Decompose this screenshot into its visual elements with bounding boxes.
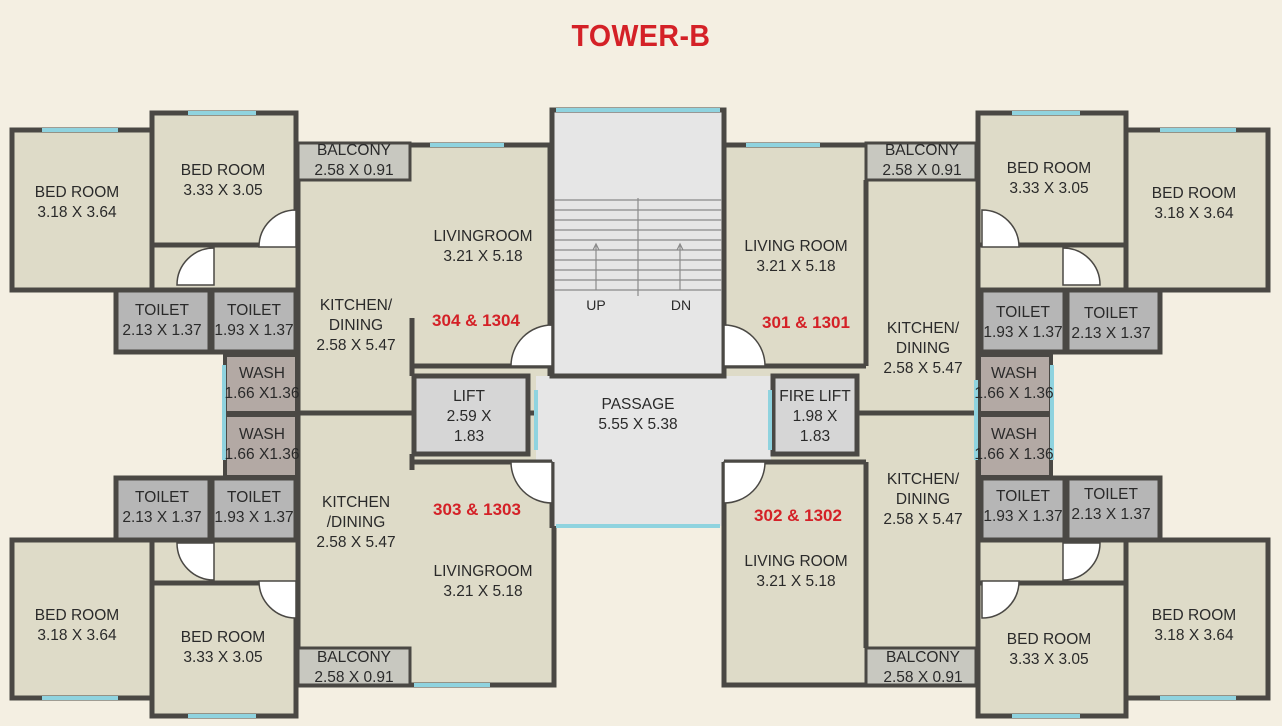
balconies [296, 141, 978, 687]
hall-ll-area [149, 537, 301, 586]
lift-shaft [411, 373, 531, 457]
page-title: TOWER-B [571, 18, 711, 53]
bed-ul-outer-area [9, 127, 155, 293]
wash-areas [223, 353, 1053, 479]
windows [42, 108, 1236, 718]
unit-label-302: 302 & 1302 [754, 506, 842, 525]
fire-lift-shaft [770, 373, 860, 457]
stair-treads [554, 198, 722, 296]
hall-ul-area [149, 242, 301, 293]
passage-area [536, 376, 771, 464]
room-fills [9, 110, 1271, 719]
stair-up-label: UP [586, 297, 606, 313]
stair-dn-label: DN [670, 297, 692, 313]
living-ul-area [295, 142, 553, 416]
hall-ur-area [975, 242, 1129, 293]
unit-label-301: 301 & 1301 [762, 313, 850, 332]
bed-ur-outer-area [1123, 127, 1271, 293]
unit-label-303: 303 & 1303 [433, 500, 521, 519]
door-swings [176, 209, 1101, 619]
unit-label-304: 304 & 1304 [432, 311, 520, 330]
corridor-area [554, 462, 722, 526]
hall-lr-area [975, 537, 1129, 586]
